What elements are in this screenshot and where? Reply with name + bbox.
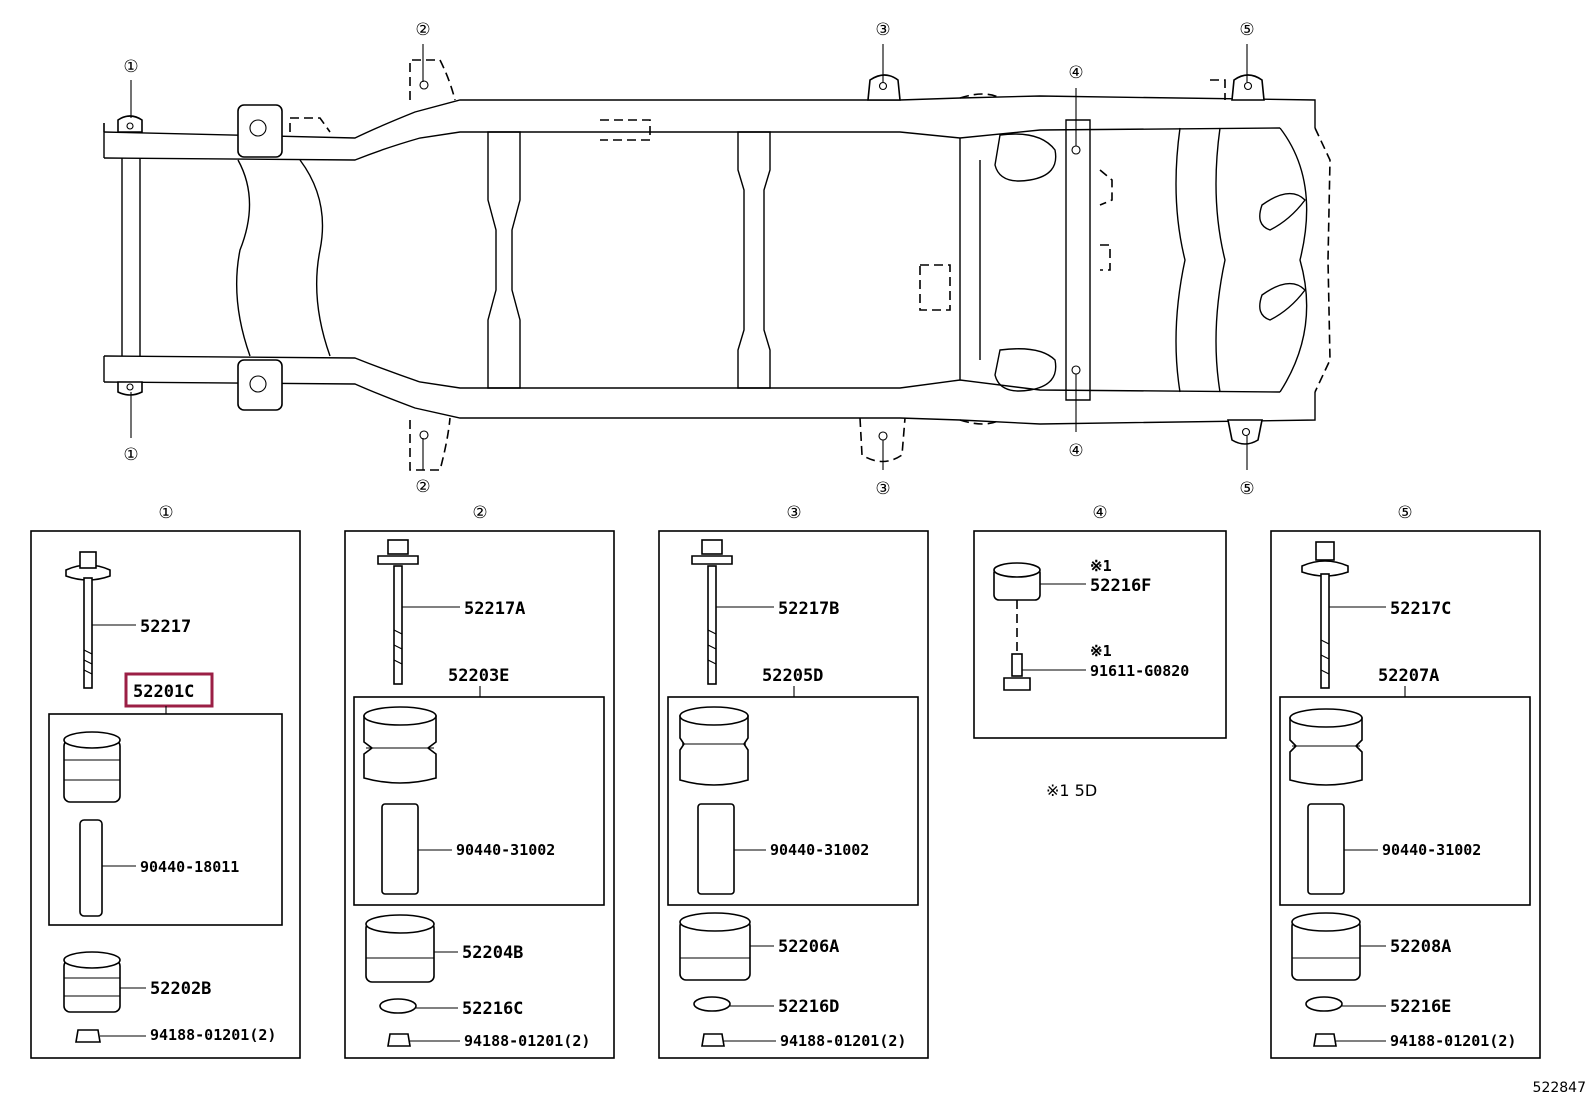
group-5-washer-label: 52216E [1390,997,1451,1017]
callout-4-top: ④ [1068,63,1083,83]
callout-3-bottom: ③ [875,479,890,499]
group-2-kit-label: 52203E [448,666,509,686]
frame-callouts: ① ① ② ② ③ ③ ④ ④ ⑤ ⑤ [123,20,1254,499]
callout-5-top: ⑤ [1239,20,1254,40]
group-2-bolt-label: 52217A [464,599,525,619]
callout-2-top: ② [415,20,430,40]
group-1-kit-label: 52201C [133,682,194,702]
group-2-panel: ② 52217A 52203E 90440-31002 52204B 52216… [344,503,615,1059]
callout-1-bottom: ① [123,445,138,465]
group-4-bolt-label: 91611-G0820 [1090,662,1189,680]
group-2-washer-label: 52216C [462,999,523,1019]
group-1-panel: ① 52217 52201C 90440-18011 52202B [30,503,301,1059]
group-3-collar-label: 90440-31002 [770,841,869,859]
group-1-collar-label: 90440-18011 [140,858,239,876]
vehicle-frame-drawing [103,59,1331,471]
group-1-lower-cushion-label: 52202B [150,979,211,999]
group-3-panel: ③ 52217B 52205D 90440-31002 52206A 52216… [658,503,929,1059]
group-5-collar-label: 90440-31002 [1382,841,1481,859]
callout-5-bottom: ⑤ [1239,479,1254,499]
group-5-lower-cushion-label: 52208A [1390,937,1451,957]
group-2-marker: ② [472,503,487,523]
group-1-marker: ① [158,503,173,523]
group-1-bolt-label: 52217 [140,617,191,637]
group-5-panel: ⑤ 52217C 52207A 90440-31002 52208A 52216… [1270,503,1541,1059]
group-1-kit-highlight[interactable] [124,672,214,708]
group-5-kit-label: 52207A [1378,666,1439,686]
group-1-nut-label: 94188-01201(2) [150,1026,276,1044]
callout-2-bottom: ② [415,477,430,497]
group-4-cushion-label: 52216F [1090,576,1151,596]
group-2-nut-label: 94188-01201(2) [464,1032,590,1050]
group-2-lower-cushion-label: 52204B [462,943,523,963]
group-3-bolt-label: 52217B [778,599,839,619]
diagram-id: 522847 [1533,1080,1586,1096]
group-2-collar-label: 90440-31002 [456,841,555,859]
group-3-washer-label: 52216D [778,997,839,1017]
group-5-marker: ⑤ [1397,503,1412,523]
group-4-bolt-note-mark: ※1 [1090,642,1112,660]
group-3-nut-label: 94188-01201(2) [780,1032,906,1050]
callout-3-top: ③ [875,20,890,40]
group-3-kit-label: 52205D [762,666,823,686]
group-5-bolt-label: 52217C [1390,599,1451,619]
callout-4-bottom: ④ [1068,441,1083,461]
footnote: ※1 5D [1046,781,1097,800]
group-4-panel: ④ ※1 52216F ※1 91611-G0820 [973,503,1227,739]
frame-callout-leaders [130,44,1248,470]
group-5-nut-label: 94188-01201(2) [1390,1032,1516,1050]
callout-1-top: ① [123,57,138,77]
group-3-marker: ③ [786,503,801,523]
group-3-lower-cushion-label: 52206A [778,937,839,957]
group-4-cushion-note-mark: ※1 [1090,557,1112,575]
group-4-marker: ④ [1092,503,1107,523]
